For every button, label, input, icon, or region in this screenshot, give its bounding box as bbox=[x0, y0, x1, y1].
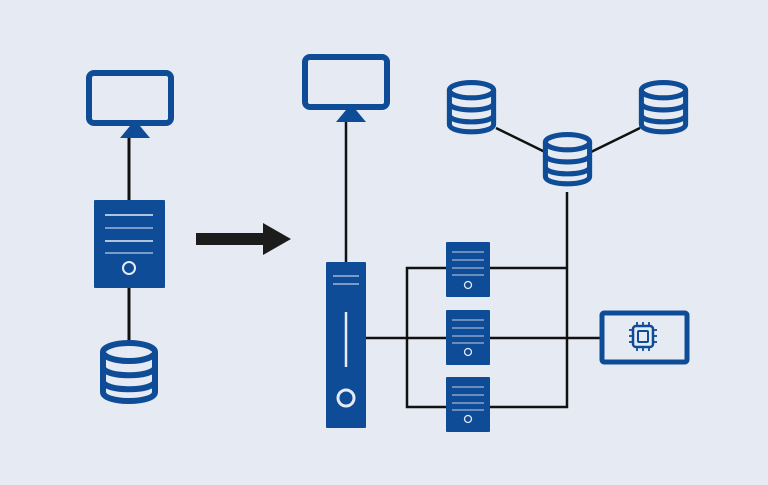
monitor-icon bbox=[305, 57, 387, 122]
monitor-icon bbox=[89, 73, 171, 138]
cpu-chip-icon bbox=[629, 322, 657, 351]
server-icon bbox=[446, 377, 490, 432]
database-icon bbox=[103, 343, 155, 401]
processor-panel bbox=[599, 310, 690, 365]
server-icon bbox=[446, 310, 490, 365]
database-icon bbox=[545, 135, 589, 184]
after-section bbox=[305, 57, 690, 432]
edge-left-bus bbox=[405, 266, 446, 409]
database-icon bbox=[449, 83, 493, 132]
before-section bbox=[89, 73, 171, 401]
server-icon bbox=[446, 242, 490, 297]
edge-db-left bbox=[495, 126, 546, 154]
tower-server-icon bbox=[326, 262, 366, 428]
edge-server3-db bbox=[490, 192, 569, 409]
right-arrow-icon bbox=[196, 223, 291, 255]
connectors bbox=[344, 122, 641, 409]
edge-db-right bbox=[590, 126, 641, 154]
database-icon bbox=[641, 83, 685, 132]
server-icon bbox=[94, 200, 165, 288]
